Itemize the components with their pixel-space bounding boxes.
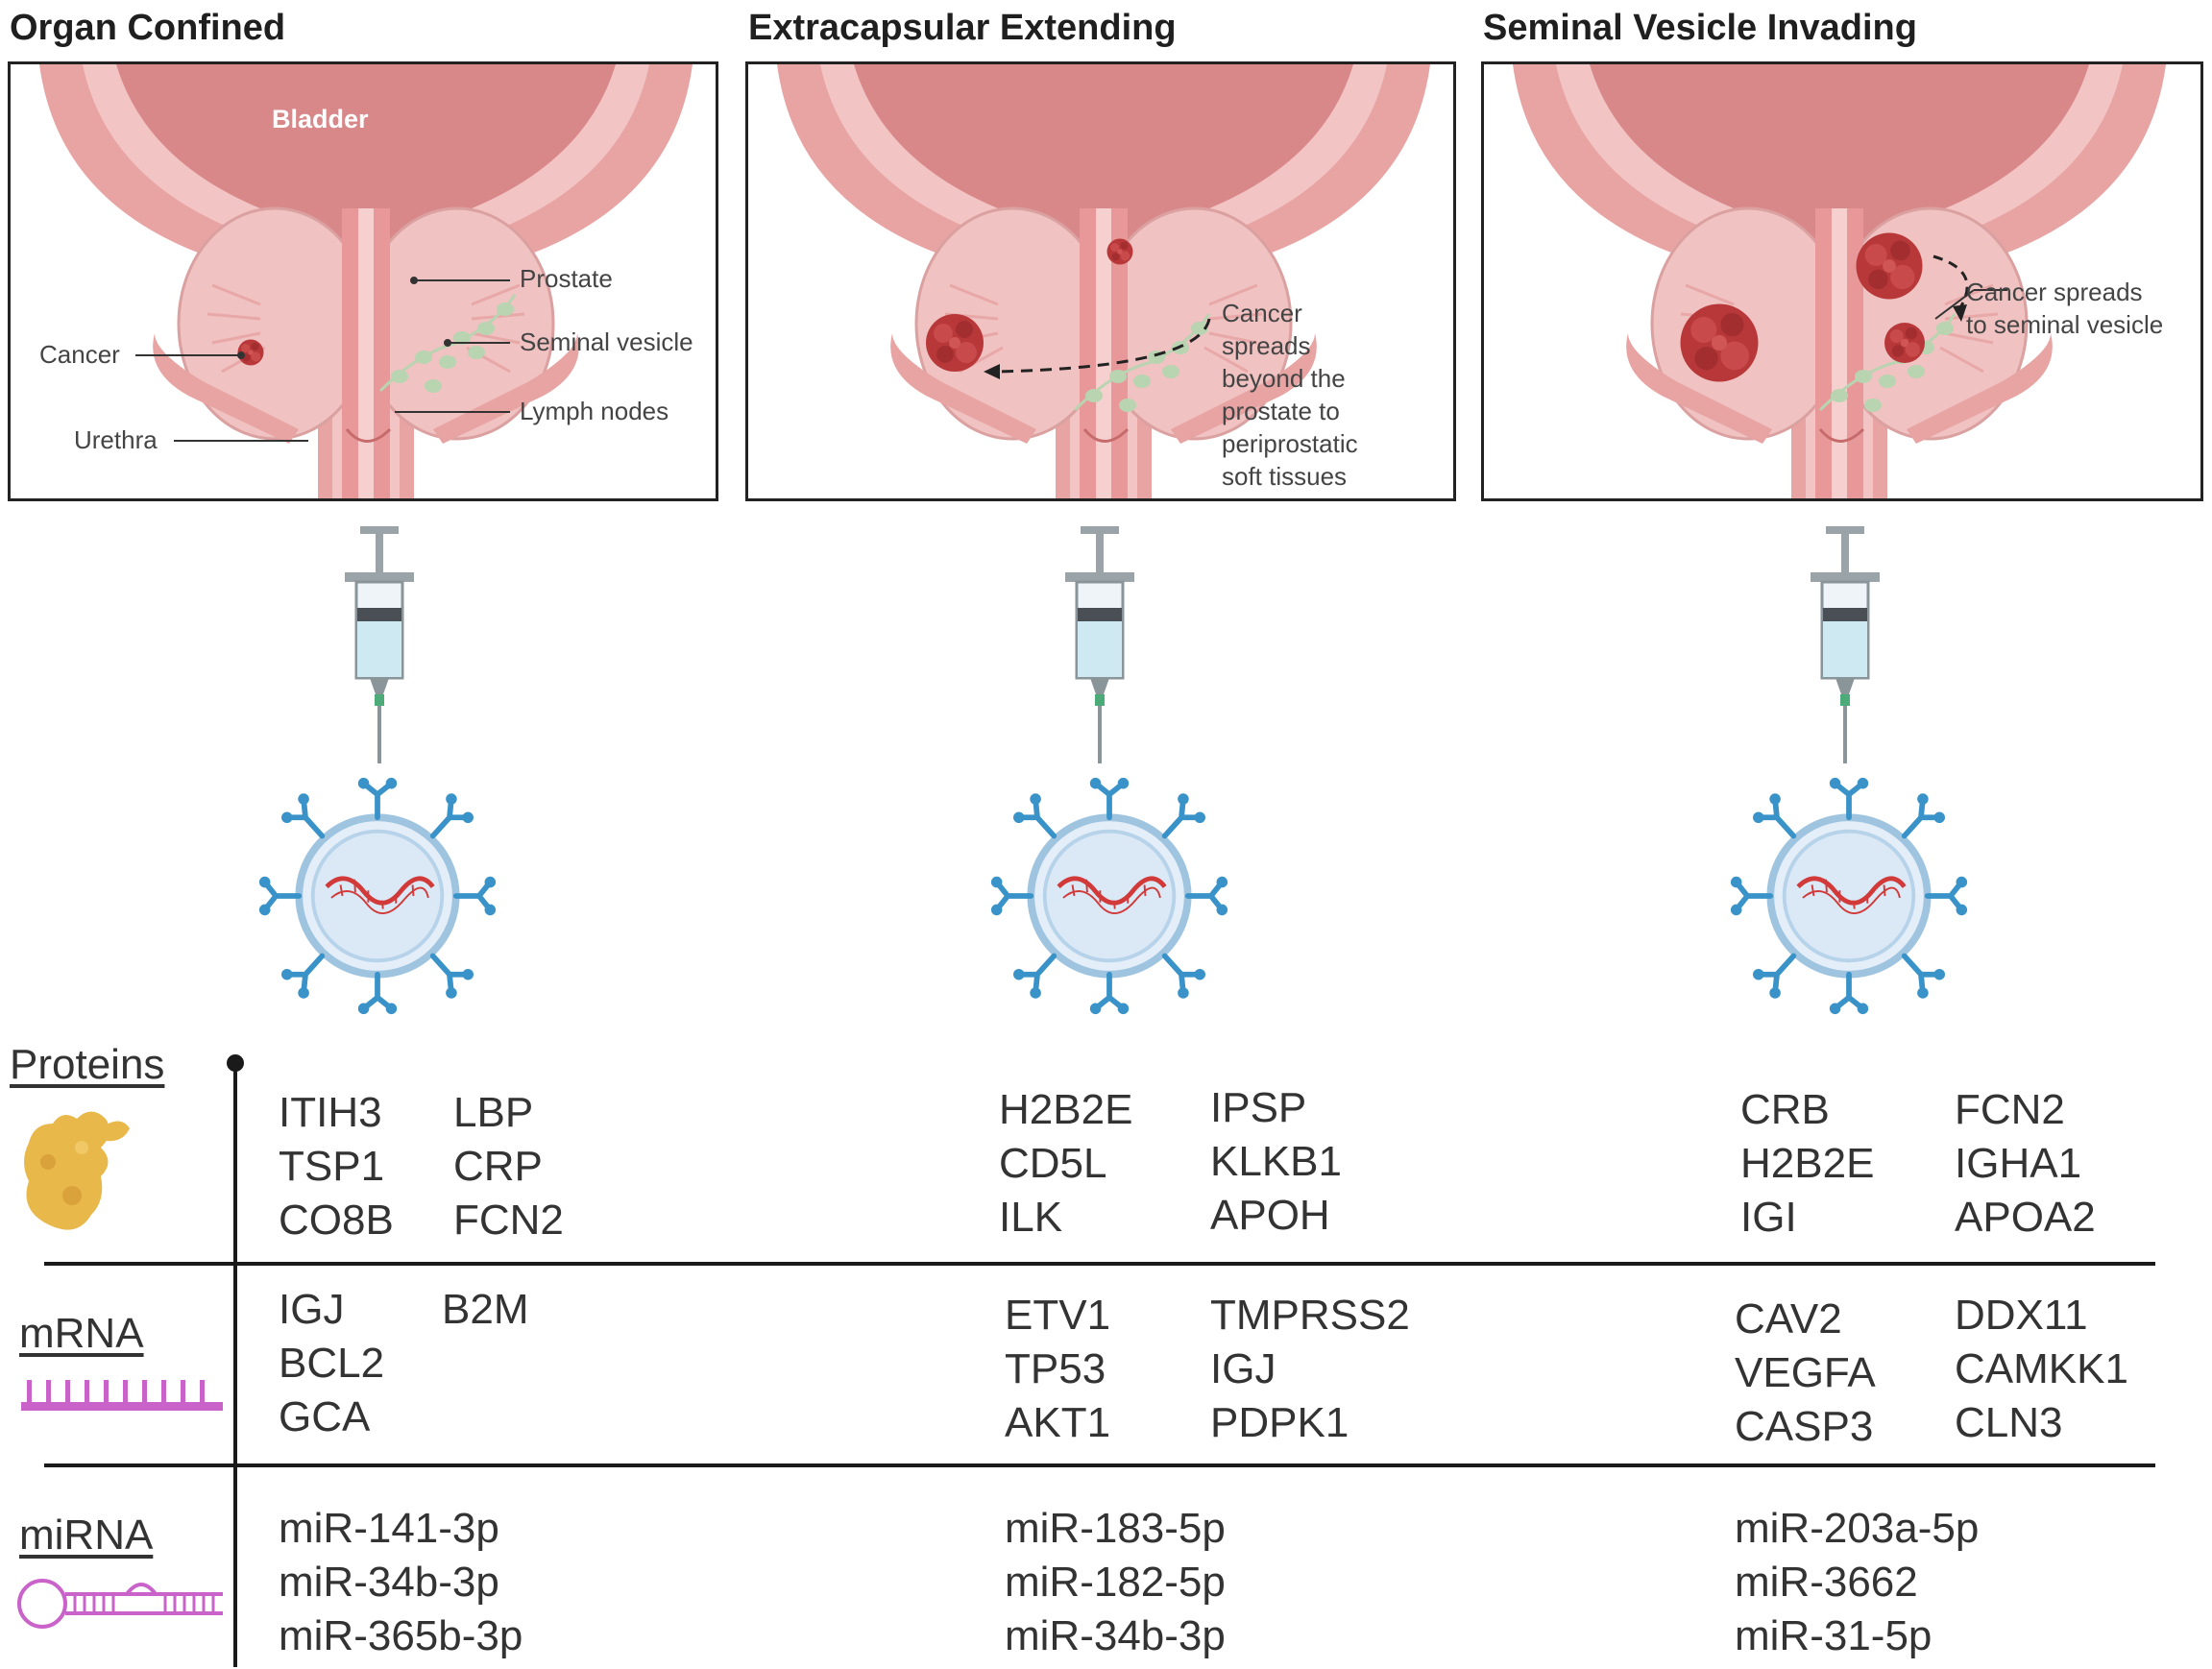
mirna-seminal-vesicle: miR-203a-5p miR-3662 miR-31-5p — [1735, 1505, 1980, 1659]
syringe-icon — [1063, 526, 1136, 765]
proteins-extracapsular-col2: IPSP KLKB1 APOH — [1210, 1084, 1342, 1239]
proteins-organ-confined-col1: ITIH3 TSP1 CO8B — [279, 1089, 394, 1244]
mrna-organ-confined-col2: B2M — [442, 1286, 529, 1333]
mrna-seminal-vesicle-col1: CAV2 VEGFA CASP3 — [1735, 1295, 1876, 1450]
mirna-icon — [17, 1579, 223, 1629]
proteins-extracapsular-col1: H2B2E CD5L ILK — [999, 1086, 1133, 1241]
row-divider-2 — [44, 1463, 2155, 1467]
mrna-icon — [21, 1380, 223, 1411]
annotation-seminal-vesicle: Cancer spreads to seminal vesicle — [1966, 278, 2164, 339]
panel-extracapsular: Cancer spreads beyond the prostate to pe… — [745, 61, 1456, 501]
protein-icon — [24, 1111, 130, 1230]
label-cancer: Cancer — [39, 340, 120, 369]
stage-title-seminal-vesicle: Seminal Vesicle Invading — [1483, 8, 1917, 48]
label-prostate: Prostate — [520, 264, 613, 293]
label-bladder: Bladder — [272, 105, 369, 133]
panel-organ-confined: Bladder Prostate Cancer Seminal vesicle … — [8, 61, 718, 501]
category-proteins: Proteins — [10, 1041, 165, 1088]
label-seminal-vesicle: Seminal vesicle — [520, 327, 693, 356]
category-mirna: miRNA — [19, 1512, 154, 1559]
row-divider-1 — [44, 1262, 2155, 1266]
anatomy-organ-confined — [37, 64, 694, 498]
mrna-seminal-vesicle-col2: DDX11 CAMKK1 CLN3 — [1955, 1292, 2128, 1446]
proteins-seminal-vesicle-col2: FCN2 IGHA1 APOA2 — [1955, 1086, 2096, 1241]
vertical-rule — [233, 1062, 237, 1667]
tumor-upper — [1856, 232, 1923, 300]
category-mrna: mRNA — [19, 1310, 144, 1357]
panel-seminal-vesicle: Cancer spreads to seminal vesicle — [1481, 61, 2203, 501]
mirna-extracapsular: miR-183-5p miR-182-5p miR-34b-3p — [1005, 1505, 1226, 1659]
stage-title-extracapsular: Extracapsular Extending — [748, 8, 1177, 48]
anatomy-seminal-vesicle — [1511, 64, 2168, 498]
anatomy-extracapsular — [775, 64, 1432, 498]
tumor-large — [926, 314, 984, 372]
extracellular-vesicle-icon — [989, 776, 1229, 1016]
label-lymph-nodes: Lymph nodes — [520, 397, 669, 425]
annotation-extracapsular: Cancer spreads beyond the prostate to pe… — [1222, 299, 1358, 491]
tumor-large — [1680, 303, 1759, 382]
mrna-organ-confined-col1: IGJ BCL2 GCA — [279, 1286, 385, 1440]
extracellular-vesicle-icon — [257, 776, 498, 1016]
extracellular-vesicle-icon — [1729, 776, 1969, 1016]
mirna-organ-confined: miR-141-3p miR-34b-3p miR-365b-3p — [279, 1505, 523, 1659]
syringe-icon — [1809, 526, 1882, 765]
proteins-organ-confined-col2: LBP CRP FCN2 — [453, 1089, 564, 1244]
tumor-vesicle — [1884, 323, 1925, 363]
proteins-seminal-vesicle-col1: CRB H2B2E IGI — [1740, 1086, 1875, 1241]
label-urethra: Urethra — [74, 425, 158, 454]
tumor-small — [1106, 238, 1133, 265]
mrna-extracapsular-col2: TMPRSS2 IGJ PDPK1 — [1210, 1292, 1410, 1446]
syringe-icon — [343, 526, 416, 765]
mrna-extracapsular-col1: ETV1 TP53 AKT1 — [1005, 1292, 1111, 1446]
stage-title-organ-confined: Organ Confined — [10, 8, 286, 48]
